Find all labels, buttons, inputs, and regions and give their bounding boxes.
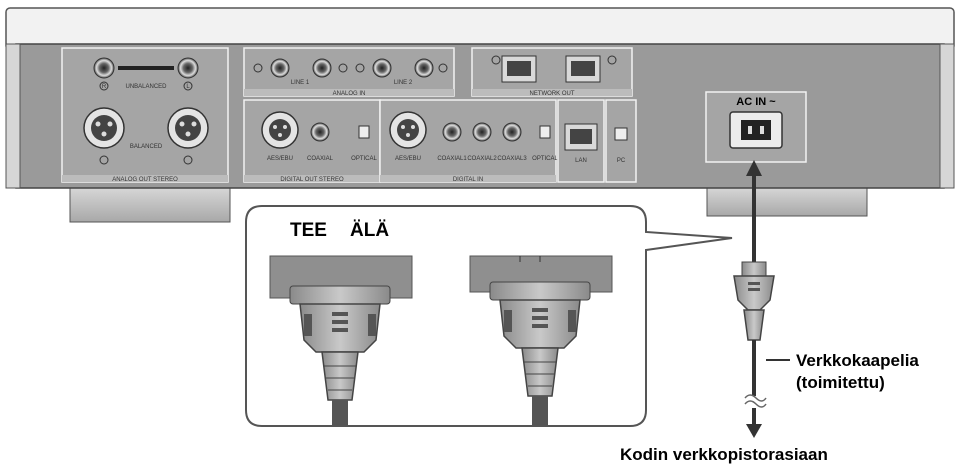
- unbalanced-label: UNBALANCED: [125, 84, 167, 90]
- do-label: TEE: [290, 220, 327, 241]
- coaxial-out-label: COAXIAL: [307, 156, 334, 162]
- l-marker: L: [186, 84, 190, 90]
- digital-in-section: AES/EBU COAXIAL1 COAXIAL2 COAXIAL3 OPTIC…: [379, 99, 558, 183]
- left-foot: [69, 185, 231, 223]
- balanced-label: BALANCED: [130, 144, 163, 150]
- coaxial3-in-jack: [502, 122, 522, 142]
- line2-label: LINE 2: [394, 80, 413, 86]
- right-side-cap: [939, 43, 955, 189]
- usb-label: PC: [617, 158, 626, 164]
- optical-out-port: [358, 125, 370, 139]
- digital-out-section-label: DIGITAL OUT STEREO: [280, 177, 344, 183]
- left-side-cap: [5, 43, 21, 189]
- coaxial2-in-jack: [472, 122, 492, 142]
- device-rear-panel: UNBALANCED R L BALANCED ANALOG OUT STERE…: [5, 7, 955, 223]
- lan-section: LAN: [557, 99, 605, 183]
- aes-out-label: AES/EBU: [267, 156, 293, 162]
- coaxial1-in-jack: [442, 122, 462, 142]
- rca-jack-unbalanced-r: [93, 57, 115, 79]
- rca-jack-line2-r: [372, 58, 392, 78]
- optical-in-label: OPTICAL: [532, 156, 558, 162]
- ac-in-section: AC IN ~: [705, 91, 807, 163]
- coaxial3-label: COAXIAL3: [497, 156, 527, 162]
- optical-out-label: OPTICAL: [351, 156, 377, 162]
- cable-label-line1: Verkkokaapelia: [796, 351, 919, 370]
- ac-in-label: AC IN ~: [736, 96, 776, 108]
- power-cable: [733, 160, 790, 438]
- aes-in-label: AES/EBU: [395, 156, 421, 162]
- optical-in-port: [539, 125, 551, 139]
- outlet-label: Kodin verkkopistorasiaan: [620, 445, 828, 464]
- coaxial2-label: COAXIAL2: [467, 156, 497, 162]
- digital-in-section-label: DIGITAL IN: [453, 177, 483, 183]
- network-out-section-label: NETWORK OUT: [530, 91, 575, 97]
- line1-label: LINE 1: [291, 80, 310, 86]
- coaxial-out-jack: [310, 122, 330, 142]
- network-out-section: NETWORK OUT: [471, 47, 633, 97]
- rca-jack-line2-l: [414, 58, 434, 78]
- right-foot: [706, 185, 868, 217]
- down-arrow-icon: [746, 424, 762, 438]
- analog-out-section-label: ANALOG OUT STEREO: [112, 177, 178, 183]
- rca-jack-unbalanced-l: [177, 57, 199, 79]
- correct-insertion-illustration: [269, 255, 413, 426]
- rca-jack-line1-l: [312, 58, 332, 78]
- analog-out-section: UNBALANCED R L BALANCED ANALOG OUT STERE…: [61, 47, 229, 183]
- coaxial1-label: COAXIAL1: [437, 156, 467, 162]
- plug-orientation-callout: TEE ÄLÄ: [245, 205, 733, 427]
- r-marker: R: [102, 84, 107, 90]
- rca-jack-line1-r: [270, 58, 290, 78]
- cable-break-icon: [744, 394, 767, 402]
- usb-port: [614, 127, 628, 141]
- cable-label-line2: (toimitettu): [796, 373, 885, 392]
- incorrect-insertion-illustration: [469, 255, 613, 426]
- usb-section: PC: [605, 99, 637, 183]
- lan-label: LAN: [575, 158, 587, 164]
- analog-in-section: LINE 1 LINE 2 ANALOG IN: [243, 47, 455, 97]
- digital-out-section: AES/EBU COAXIAL OPTICAL DIGITAL OUT STER…: [243, 99, 381, 183]
- up-arrow-icon: [746, 160, 762, 176]
- analog-in-section-label: ANALOG IN: [333, 91, 366, 97]
- dont-label: ÄLÄ: [350, 220, 389, 241]
